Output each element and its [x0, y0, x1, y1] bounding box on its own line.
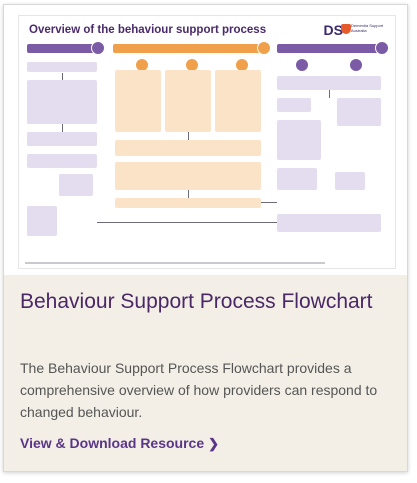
- preview-box: [277, 120, 321, 160]
- preview-bar-identify: [27, 44, 97, 53]
- preview-box: [115, 162, 261, 190]
- preview-box: [277, 214, 381, 232]
- view-download-link-label: View & Download Resource: [20, 435, 205, 451]
- preview-box: [27, 80, 97, 124]
- preview-decision: [59, 174, 93, 196]
- preview-box: [27, 132, 97, 146]
- chevron-right-icon: ❯: [208, 436, 220, 451]
- preview-box: [27, 206, 57, 236]
- preview-box: [277, 98, 311, 112]
- preview-logo-sub: Dementia Support Australia: [351, 23, 384, 33]
- logo-mark-icon: [341, 24, 351, 34]
- preview-box-behaviour: [165, 70, 211, 132]
- preview-circle-icon: [375, 41, 389, 55]
- preview-connector: [261, 202, 277, 203]
- preview-connector: [62, 73, 63, 80]
- preview-box: [27, 154, 97, 168]
- preview-box: [115, 140, 261, 156]
- resource-thumbnail[interactable]: Overview of the behaviour support proces…: [4, 5, 407, 275]
- preview-connector: [329, 90, 330, 98]
- preview-connector: [188, 132, 189, 140]
- preview-connector: [188, 190, 189, 198]
- preview-circle-icon: [257, 41, 271, 55]
- preview-bar-plan: [277, 44, 381, 53]
- preview-logo: DS: [323, 22, 343, 38]
- preview-title: Overview of the behaviour support proces…: [29, 24, 267, 36]
- preview-box: [277, 168, 317, 190]
- card-title[interactable]: Behaviour Support Process Flowchart: [20, 290, 373, 313]
- preview-circle-icon: [91, 41, 105, 55]
- preview-decision: [335, 172, 365, 190]
- preview-box-consequence: [215, 70, 261, 132]
- card-description: The Behaviour Support Process Flowchart …: [20, 360, 378, 420]
- preview-box: [27, 62, 97, 72]
- preview-connector: [62, 124, 63, 132]
- preview-box: [337, 98, 381, 126]
- preview-box-antecedent: [115, 70, 161, 132]
- resource-card: Overview of the behaviour support proces…: [3, 4, 408, 472]
- flowchart-preview-image: Overview of the behaviour support proces…: [18, 15, 396, 269]
- view-download-link[interactable]: View & Download Resource❯: [20, 435, 219, 452]
- preview-circle-e: [349, 58, 363, 72]
- preview-bar-assess: [113, 44, 263, 53]
- preview-circle-d: [295, 58, 309, 72]
- preview-box: [277, 76, 381, 90]
- preview-connector: [97, 222, 277, 223]
- card-content: Behaviour Support Process Flowchart The …: [4, 275, 407, 471]
- preview-footnote: [25, 262, 325, 264]
- preview-box: [115, 198, 261, 208]
